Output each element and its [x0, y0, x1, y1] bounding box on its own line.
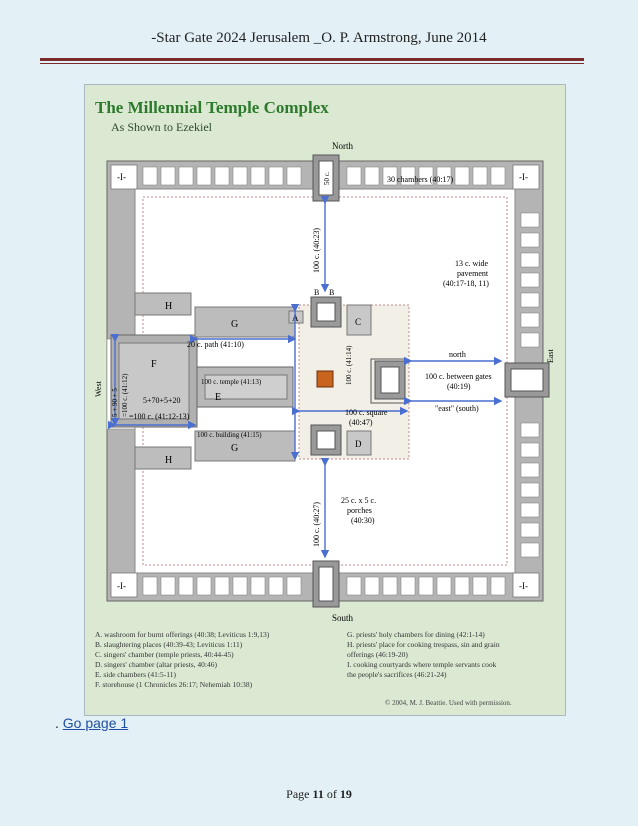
- label-west-eq-2: =100 c. (41:12): [121, 373, 129, 417]
- north-label: North: [332, 141, 353, 151]
- document-header: -Star Gate 2024 Jerusalem _O. P. Armstro…: [151, 30, 487, 46]
- legend-e: E. side chambers (41:5-11): [95, 670, 176, 679]
- label-c: C: [355, 317, 361, 327]
- label-h-north: H: [165, 301, 172, 312]
- label-h-south: H: [165, 455, 172, 466]
- label-sum: 5+70+5+20: [143, 396, 181, 405]
- legend-a: A. washroom for burnt offerings (40:38; …: [95, 630, 270, 639]
- corner-kitchen-ne: [512, 164, 540, 190]
- east-chambers: [520, 212, 540, 558]
- block-h-north: [134, 292, 192, 316]
- bottom-chambers: [142, 576, 506, 596]
- label-50c: 50 c.: [323, 171, 331, 185]
- east-inner-porch: [370, 358, 406, 404]
- link-prefix: .: [55, 715, 63, 731]
- corner-kitchen-nw: [110, 164, 138, 190]
- label-100c-4023: 100 c. (40:23): [312, 228, 321, 273]
- label-i-nw: -I-: [117, 172, 126, 182]
- label-i-se: -I-: [519, 581, 528, 591]
- label-i-sw: -I-: [117, 581, 126, 591]
- corner-kitchen-se: [512, 572, 540, 598]
- page-label: Page: [286, 787, 310, 801]
- label-path: 20 c. path (41:10): [187, 340, 244, 349]
- legend-f: F. storehouse (1 Chronicles 26:17; Nehem…: [95, 680, 253, 689]
- south-label: South: [332, 613, 354, 623]
- go-page-link-line: . Go page 1: [55, 715, 128, 731]
- label-east-south: "east" (south): [435, 404, 479, 413]
- singers-chamber-c: [346, 304, 372, 336]
- label-d: D: [355, 439, 362, 449]
- label-e: E: [215, 392, 221, 403]
- legend-h-2: offerings (46:19-20): [347, 650, 408, 659]
- label-temple: 100 c. temple (41:13): [201, 378, 262, 386]
- label-b-2: B: [329, 288, 334, 297]
- page-footer: Page 11 of 19: [0, 787, 638, 802]
- temple-plan-svg: The Millennial Temple Complex As Shown t…: [85, 85, 565, 715]
- page-number: 11: [312, 787, 324, 801]
- label-b-1: B: [314, 288, 319, 297]
- block-h-south: [134, 446, 192, 470]
- temple-complex-figure: The Millennial Temple Complex As Shown t…: [84, 84, 566, 716]
- label-f: F: [151, 359, 157, 370]
- figure-title: The Millennial Temple Complex: [95, 98, 329, 117]
- label-pavement-3: (40:17-18, 11): [443, 279, 489, 288]
- of-label: of: [326, 787, 337, 801]
- label-30-chambers: 30 chambers (40:17): [387, 175, 454, 184]
- label-porches-2: porches: [347, 506, 372, 515]
- label-100c-4027: 100 c. (40:27): [312, 502, 321, 547]
- legend-d: D. singers' chamber (altar priests, 40:4…: [95, 660, 217, 669]
- west-label: West: [94, 380, 103, 397]
- copyright-note: © 2004, M. J. Beattie. Used with permiss…: [385, 699, 512, 707]
- legend-i-1: I. cooking courtyards where temple serva…: [347, 660, 497, 669]
- label-pavement-2: pavement: [457, 269, 489, 278]
- top-chambers: [142, 166, 506, 186]
- label-between-gates-1: 100 c. between gates: [425, 372, 492, 381]
- label-100c-4114: 100 c. (41:14): [345, 345, 353, 385]
- label-square-1: 100 c. square: [345, 408, 388, 417]
- east-label: East: [546, 348, 555, 363]
- temple-side-chambers-e: [204, 374, 288, 400]
- go-page-1-link[interactable]: Go page 1: [62, 715, 129, 731]
- label-north-small: north: [449, 350, 466, 359]
- legend: A. washroom for burnt offerings (40:38; …: [95, 630, 500, 689]
- legend-g: G. priests' holy chambers for dining (42…: [347, 630, 485, 639]
- block-g-south: [194, 430, 296, 462]
- legend-b: B. slaughtering places (40:39-43; Leviti…: [95, 640, 243, 649]
- figure-subtitle: As Shown to Ezekiel: [111, 120, 213, 134]
- legend-i-2: the people's sacrifices (46:21-24): [347, 670, 447, 679]
- label-g-south: G: [231, 443, 238, 454]
- label-porches-3: (40:30): [351, 516, 375, 525]
- label-building: 100 c. building (41:15): [197, 431, 262, 439]
- label-between-gates-2: (40:19): [447, 382, 471, 391]
- label-g-north: G: [231, 319, 238, 330]
- block-g-north: [194, 306, 296, 338]
- label-eq-1213: =100 c. (41:12-13): [129, 412, 190, 421]
- header-rule-thick: [40, 58, 584, 61]
- label-pavement-1: 13 c. wide: [455, 259, 489, 268]
- label-porches-1: 25 c. x 5 c.: [341, 496, 376, 505]
- corner-kitchen-sw: [110, 572, 138, 598]
- altar: [316, 370, 334, 388]
- legend-h-1: H. priests' place for cooking trespass, …: [347, 640, 500, 649]
- header-rule-thin: [40, 63, 584, 64]
- label-west-eq-1: 5 + 90 + 5: [111, 388, 119, 417]
- legend-c: C. singers' chamber (temple priests, 40:…: [95, 650, 234, 659]
- singers-chamber-d: [346, 430, 372, 456]
- label-square-2: (40:47): [349, 418, 373, 427]
- dimension-arrows: [108, 196, 503, 559]
- storehouse-f: [118, 342, 190, 420]
- label-i-ne: -I-: [519, 172, 528, 182]
- page-total: 19: [339, 787, 352, 801]
